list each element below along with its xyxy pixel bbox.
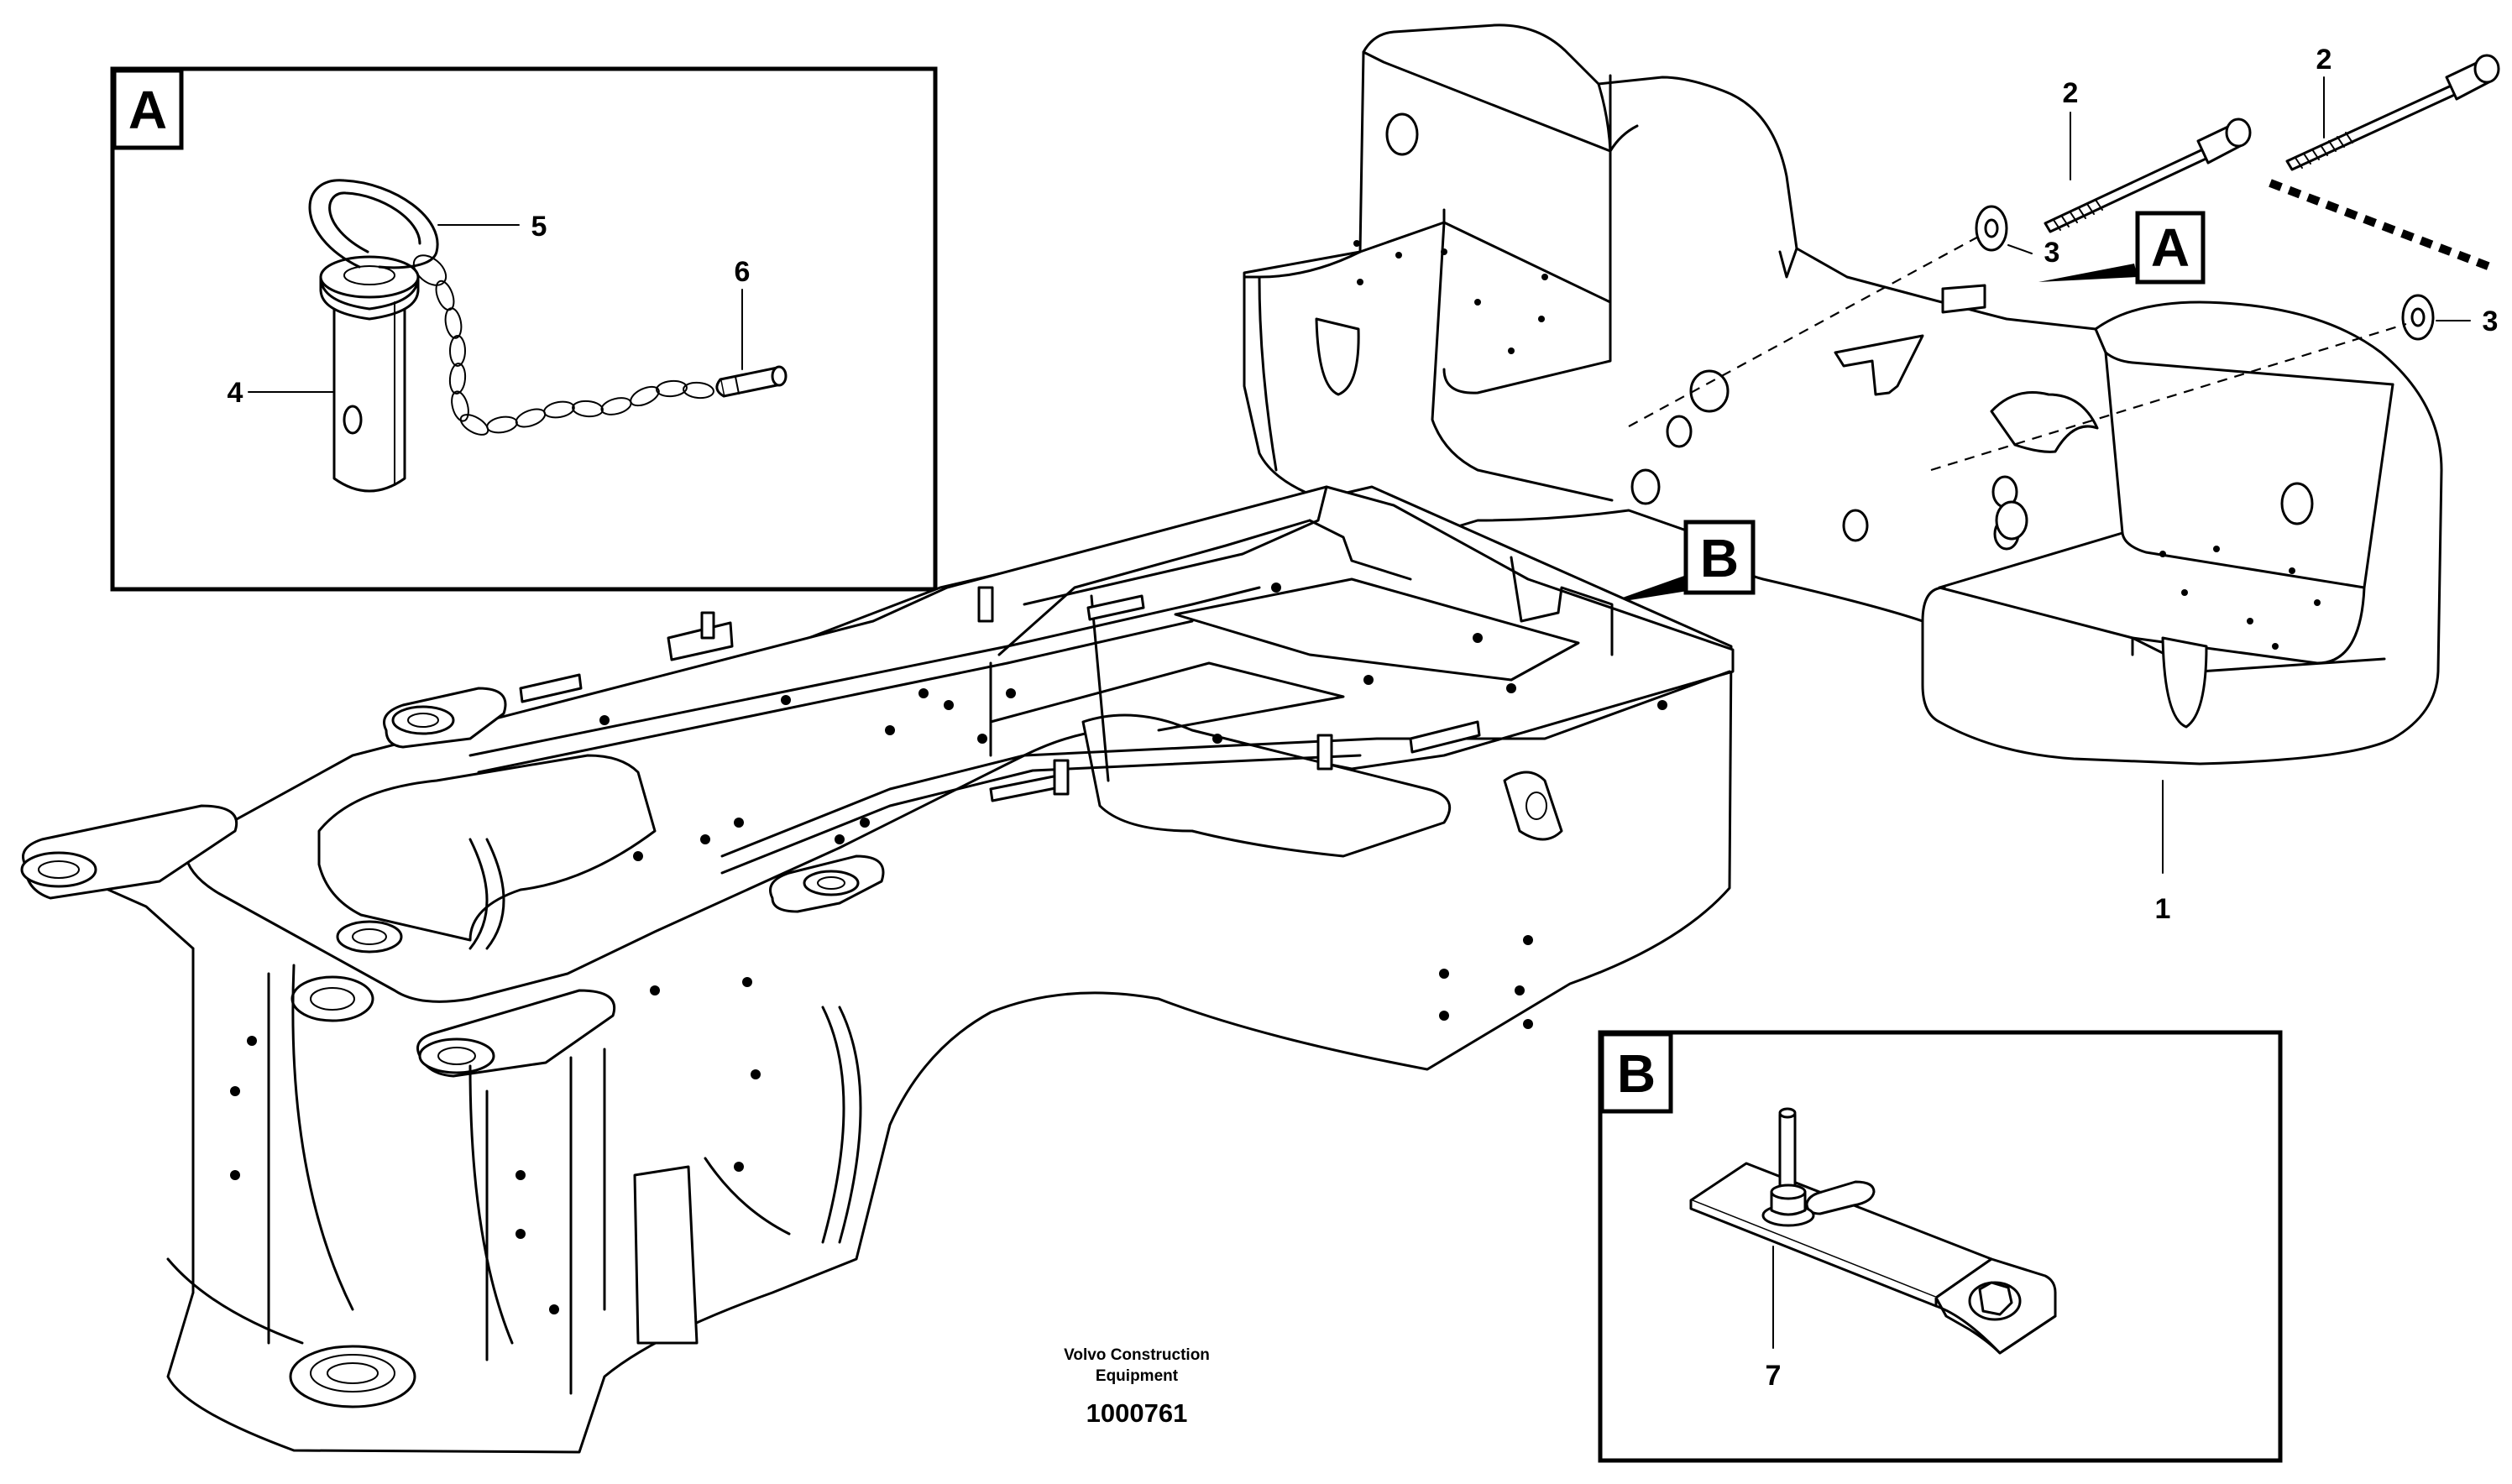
axis-line-lower: [1930, 322, 2407, 472]
callout-3a: 3: [2044, 237, 2060, 269]
publisher-line-2: Equipment: [1096, 1367, 1179, 1385]
detail-a-label-box: [112, 68, 184, 150]
bracket-drawing: [1689, 1107, 2057, 1355]
detail-a-panel: A: [110, 66, 938, 592]
counterweight-drawing: [1243, 24, 2443, 766]
chain-clip-drawing: [715, 365, 788, 398]
detail-b-label: B: [1617, 1043, 1656, 1104]
pointer-a-label: A: [2151, 217, 2190, 278]
callout-4: 4: [228, 377, 243, 409]
mounting-bolt-right-drawing: [2285, 54, 2500, 171]
rear-frame-drawing: [20, 485, 1735, 1454]
pointer-b-label: B: [1700, 528, 1739, 588]
lock-pin-drawing: [308, 179, 439, 493]
callout-3b: 3: [2483, 306, 2499, 337]
chain-drawing: [412, 254, 714, 436]
publisher-line-1: Volvo Construction: [1064, 1346, 1210, 1364]
washers-drawing: [1975, 205, 2435, 341]
bolt-axis-hatch: [2269, 179, 2492, 271]
callout-2a: 2: [2063, 77, 2079, 109]
leader-3a: [2007, 244, 2033, 254]
pointer-b: B: [1604, 520, 1756, 604]
pointer-a: A: [2038, 211, 2206, 285]
callout-6: 6: [735, 256, 751, 288]
callout-2b: 2: [2316, 44, 2332, 76]
illustration-number: 1000761: [1086, 1398, 1188, 1428]
callout-1: 1: [2155, 893, 2171, 925]
callout-7: 7: [1766, 1360, 1782, 1392]
detail-a-label: A: [128, 80, 167, 140]
mounting-bolt-upper-drawing: [2044, 118, 2252, 233]
callout-5: 5: [531, 211, 547, 243]
detail-b-label-box: [1599, 1032, 1673, 1114]
detail-b-panel: B 7: [1598, 1030, 2283, 1463]
axis-line-upper: [1628, 234, 1982, 427]
